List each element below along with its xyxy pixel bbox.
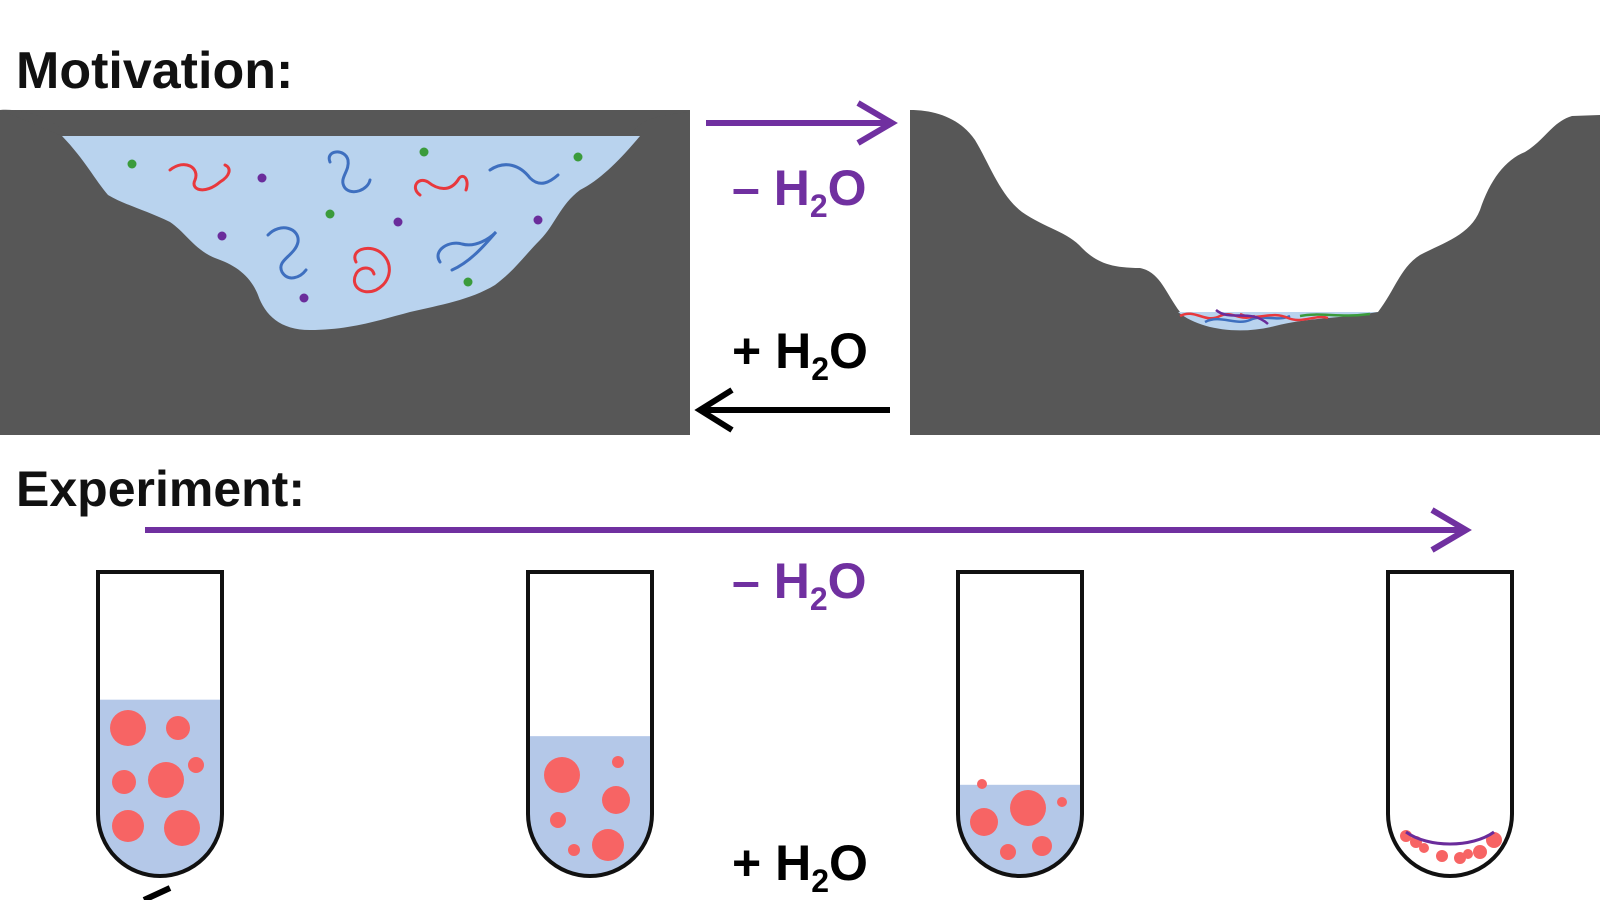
- purple-dot: [533, 215, 543, 225]
- test-tube: [956, 570, 1084, 878]
- tube-outline: [526, 570, 654, 878]
- pool-water: [62, 136, 640, 330]
- pool-panel-hydrated: [0, 109, 690, 435]
- blue-strand: [436, 230, 498, 272]
- coacervate-droplet: [112, 770, 136, 794]
- blue-strand: [488, 163, 560, 185]
- dehydrate-arrow-bottom: [145, 507, 1472, 553]
- tube-outline: [956, 570, 1084, 878]
- coacervate-droplet: [112, 810, 144, 842]
- rehydrate-arrow-top: [694, 387, 890, 433]
- dried-rock: [910, 110, 1600, 435]
- motivation-label: Motivation:: [16, 42, 293, 100]
- blue-strand: [266, 226, 308, 280]
- green-dot: [325, 209, 335, 219]
- pool-panel-dried: [910, 110, 1600, 435]
- coacervate-droplet: [970, 808, 998, 836]
- coacervate-droplet: [544, 757, 580, 793]
- residue-strands: [1405, 830, 1495, 846]
- dehydrate-arrow-top: [706, 100, 898, 146]
- coacervate-droplet: [166, 716, 190, 740]
- monomer-dots: [127, 147, 583, 303]
- coacervate-droplet: [188, 757, 204, 773]
- coacervate-droplet: [110, 710, 146, 746]
- blue-strand: [327, 150, 372, 194]
- coacervate-droplet: [1010, 790, 1046, 826]
- coacervate-droplet: [1000, 844, 1016, 860]
- coacervate-droplet: [602, 786, 630, 814]
- coacervate-droplet: [1032, 836, 1052, 856]
- add-water-label-top: + H2O: [732, 323, 868, 387]
- coacervate-droplet: [977, 779, 987, 789]
- test-tube: [526, 570, 654, 878]
- tube-outline: [1386, 570, 1514, 878]
- green-dot: [127, 159, 137, 169]
- coacervate-droplet: [1057, 797, 1067, 807]
- red-strand: [353, 246, 391, 294]
- coacervate-droplet: [592, 829, 624, 861]
- experiment-label: Experiment:: [16, 461, 305, 517]
- green-dot: [463, 277, 473, 287]
- purple-dot: [393, 217, 403, 227]
- tube-outline: [96, 570, 224, 878]
- purple-strand: [1215, 308, 1269, 325]
- rna-strands: [168, 150, 560, 294]
- green-strand: [1299, 312, 1371, 318]
- coacervate-droplet: [1454, 852, 1466, 864]
- coacervate-droplet: [568, 844, 580, 856]
- coacervate-droplet: [1419, 843, 1429, 853]
- add-water-label-bottom: + H2O: [732, 835, 868, 899]
- purple-dot: [217, 231, 227, 241]
- red-strand: [414, 174, 469, 197]
- coacervate-droplet: [550, 812, 566, 828]
- red-strand: [1179, 312, 1256, 320]
- coacervate-droplet: [1436, 850, 1448, 862]
- coacervate-droplet: [148, 762, 184, 798]
- rehydrate-arrow-bottom-partial: [142, 885, 172, 900]
- rock-top-left-edge: [0, 109, 72, 136]
- rock-top-right-edge: [630, 112, 690, 136]
- tube-liquid: [528, 736, 652, 876]
- blue-strand: [1204, 314, 1291, 324]
- test-tube: [1386, 570, 1514, 878]
- red-strand: [168, 163, 231, 192]
- remove-water-label-top: – H2O: [732, 160, 867, 224]
- purple-dot: [257, 173, 267, 183]
- remove-water-label-bottom: – H2O: [732, 553, 867, 617]
- coacervate-droplet: [1463, 849, 1473, 859]
- green-dot: [419, 147, 429, 157]
- dried-residue: [1178, 312, 1378, 331]
- coacervate-droplet: [1473, 845, 1487, 859]
- green-dot: [573, 152, 583, 162]
- concentrated-strands: [1179, 308, 1371, 325]
- purple-dot: [299, 293, 309, 303]
- test-tubes: [96, 570, 1514, 878]
- coacervate-droplet: [164, 810, 200, 846]
- test-tube: [96, 570, 224, 878]
- coacervate-droplet: [612, 756, 624, 768]
